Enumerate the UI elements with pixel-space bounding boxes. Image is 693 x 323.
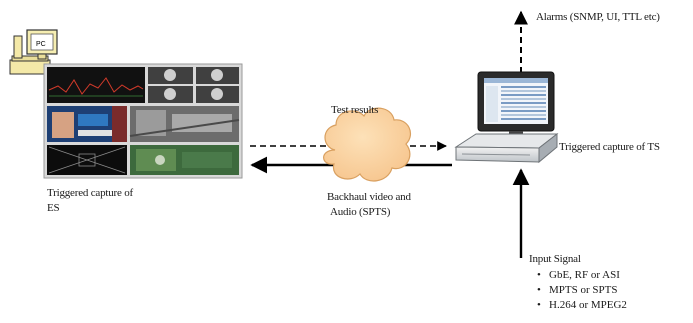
backhaul-label-line-2: Audio (SPTS) bbox=[330, 206, 391, 218]
alarms-label: Alarms (SNMP, UI, TTL etc) bbox=[536, 11, 660, 23]
left-caption-line-2: ES bbox=[47, 202, 60, 214]
list-item: H.264 or MPEG2 bbox=[537, 298, 627, 313]
right-caption: Triggered capture of TS bbox=[559, 141, 660, 153]
pc-computer-icon bbox=[9, 29, 58, 75]
backhaul-label-line-1: Backhaul video and bbox=[327, 191, 411, 203]
input-signal-title: Input Signal bbox=[529, 253, 581, 265]
pc-label: PC bbox=[36, 41, 46, 48]
list-item: GbE, RF or ASI bbox=[537, 268, 627, 283]
left-caption-line-1: Triggered capture of bbox=[47, 187, 134, 199]
cloud-icon bbox=[323, 107, 411, 182]
analyzer-workstation-icon bbox=[454, 71, 559, 164]
input-signal-list: GbE, RF or ASI MPTS or SPTS H.264 or MPE… bbox=[537, 268, 627, 313]
cloud-label: Test results bbox=[331, 104, 379, 116]
video-monitor-screenshot bbox=[43, 63, 243, 179]
list-item: MPTS or SPTS bbox=[537, 283, 627, 298]
